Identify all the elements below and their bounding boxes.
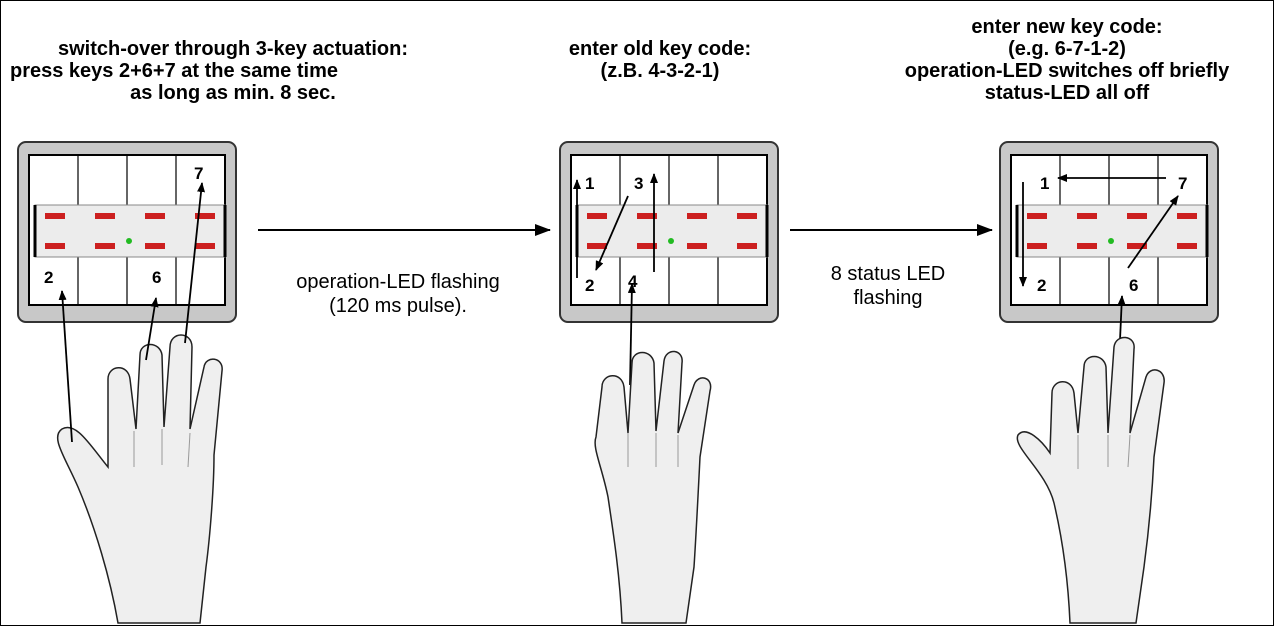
transition1-note: operation-LED flashing (120 ms pulse).	[258, 270, 538, 318]
status-led	[1177, 243, 1197, 249]
status-led	[1027, 243, 1047, 249]
status-led	[587, 243, 607, 249]
step3-caption-line: (e.g. 6-7-1-2)	[1008, 38, 1126, 60]
key-label: 6	[1129, 276, 1138, 295]
key-label: 6	[152, 268, 161, 287]
operation-led	[126, 238, 132, 244]
press-arrow-6	[145, 297, 159, 361]
status-led	[687, 243, 707, 249]
status-led	[95, 243, 115, 249]
status-led	[195, 243, 215, 249]
step1-caption-line: press keys 2+6+7 at the same time	[10, 60, 338, 82]
status-led	[45, 213, 65, 219]
press-arrow-4	[627, 283, 636, 386]
key-label: 2	[44, 268, 53, 287]
status-led	[737, 243, 757, 249]
status-led	[1077, 213, 1097, 219]
keypad-panel-2: 1 3 2 4	[559, 141, 779, 323]
step3-caption-line: operation-LED switches off briefly	[904, 60, 1230, 82]
transition1-line: operation-LED flashing	[296, 271, 500, 293]
key-label: 2	[585, 276, 594, 295]
hand-shape	[1016, 336, 1165, 624]
led-strip	[576, 204, 768, 258]
hand-icon	[594, 350, 712, 624]
led-strip	[1016, 204, 1208, 258]
key-label: 1	[1040, 174, 1049, 193]
key-label: 4	[628, 272, 638, 291]
step3-caption-line: enter new key code:	[971, 16, 1163, 38]
status-led	[145, 213, 165, 219]
hand-detail	[627, 433, 679, 467]
press-arrow-2	[58, 290, 73, 443]
hand-detail	[133, 429, 191, 468]
hand-icon	[1016, 336, 1165, 624]
press-arrow-7	[184, 182, 206, 344]
key-label: 7	[194, 164, 203, 183]
status-led-row	[587, 213, 757, 249]
step1-caption: switch-over through 3-key actuation: pre…	[4, 38, 462, 104]
status-led	[1127, 213, 1147, 219]
status-led	[1177, 213, 1197, 219]
step3-caption: enter new key code: (e.g. 6-7-1-2) opera…	[862, 16, 1272, 104]
transition1-line: (120 ms pulse).	[329, 295, 467, 317]
transition2-note: 8 status LED flashing	[788, 262, 988, 310]
status-led-row	[1027, 213, 1197, 249]
step2-caption-line: enter old key code:	[568, 38, 752, 60]
keypad-panel-1: 7 2 6	[17, 141, 237, 323]
status-led-row	[45, 213, 215, 249]
keypad-panel-3: 1 7 2 6	[999, 141, 1219, 323]
press-arrows	[58, 182, 206, 443]
transition2-line: 8 status LED	[830, 263, 946, 285]
status-led	[1127, 243, 1147, 249]
step2-caption: enter old key code: (z.B. 4-3-2-1)	[538, 38, 782, 82]
status-led	[687, 213, 707, 219]
step2-caption-line: (z.B. 4-3-2-1)	[600, 60, 720, 82]
key-label: 7	[1178, 174, 1187, 193]
sequence-arrows	[1019, 174, 1179, 341]
status-led	[637, 243, 657, 249]
status-led	[1077, 243, 1097, 249]
step1-caption-line: as long as min. 8 sec.	[130, 82, 336, 104]
step3-caption-line: status-LED all off	[984, 82, 1150, 104]
hand-shape	[594, 350, 712, 624]
status-led	[637, 213, 657, 219]
status-led	[587, 213, 607, 219]
status-led	[737, 213, 757, 219]
seq-arrow-2	[595, 195, 629, 271]
key-label: 3	[634, 174, 643, 193]
hand-shape	[56, 334, 223, 624]
operation-led	[668, 238, 674, 244]
status-led	[195, 213, 215, 219]
key-label: 1	[585, 174, 594, 193]
status-led	[145, 243, 165, 249]
operation-led	[1108, 238, 1114, 244]
press-arrow-6	[1117, 295, 1126, 341]
status-led	[45, 243, 65, 249]
seq-arrow-6-7	[1127, 195, 1179, 269]
hand-detail	[1077, 434, 1131, 469]
key-label: 2	[1037, 276, 1046, 295]
transition2-line: flashing	[853, 287, 923, 309]
sequence-arrows	[573, 173, 658, 386]
step1-caption-line: switch-over through 3-key actuation:	[57, 38, 409, 60]
status-led	[95, 213, 115, 219]
status-led	[1027, 213, 1047, 219]
hand-icon	[56, 334, 223, 624]
